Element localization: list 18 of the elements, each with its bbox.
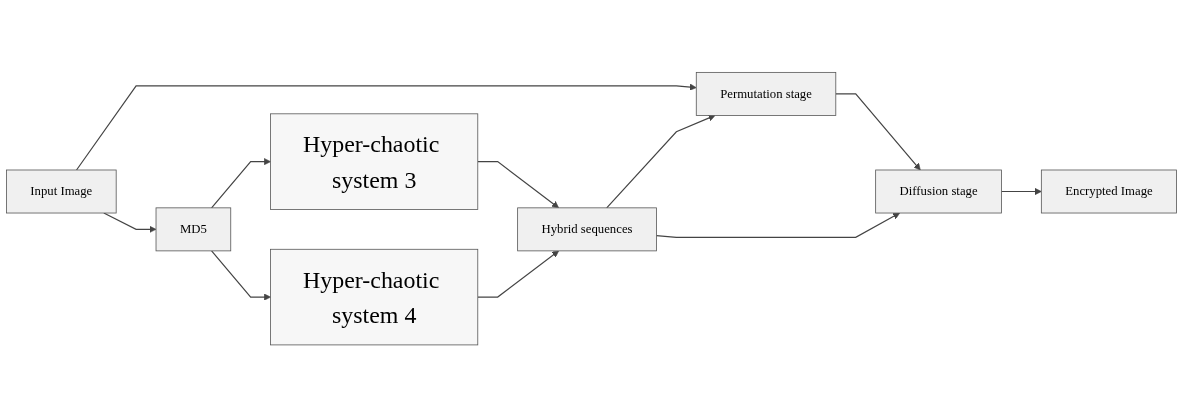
arrow [211,250,271,301]
arrow [835,93,921,171]
node-box: Encrypted Image [1040,169,1177,214]
node-box: MD5 [155,207,232,252]
arrow [655,212,900,238]
node-box: Hyper-chaotic system 3 [270,113,479,210]
arrow [75,83,697,171]
arrow [1000,187,1042,195]
arrow [477,160,559,208]
node-box: Permutation stage [695,71,837,116]
node-box: Hybrid sequences [517,207,657,252]
arrow [211,158,271,209]
arrow [606,114,716,209]
node-box: Diffusion stage [875,169,1002,214]
arrow [103,212,157,233]
node-box: Input Image [6,169,117,214]
node-box: Hyper-chaotic system 4 [270,248,479,346]
arrow [477,250,559,298]
